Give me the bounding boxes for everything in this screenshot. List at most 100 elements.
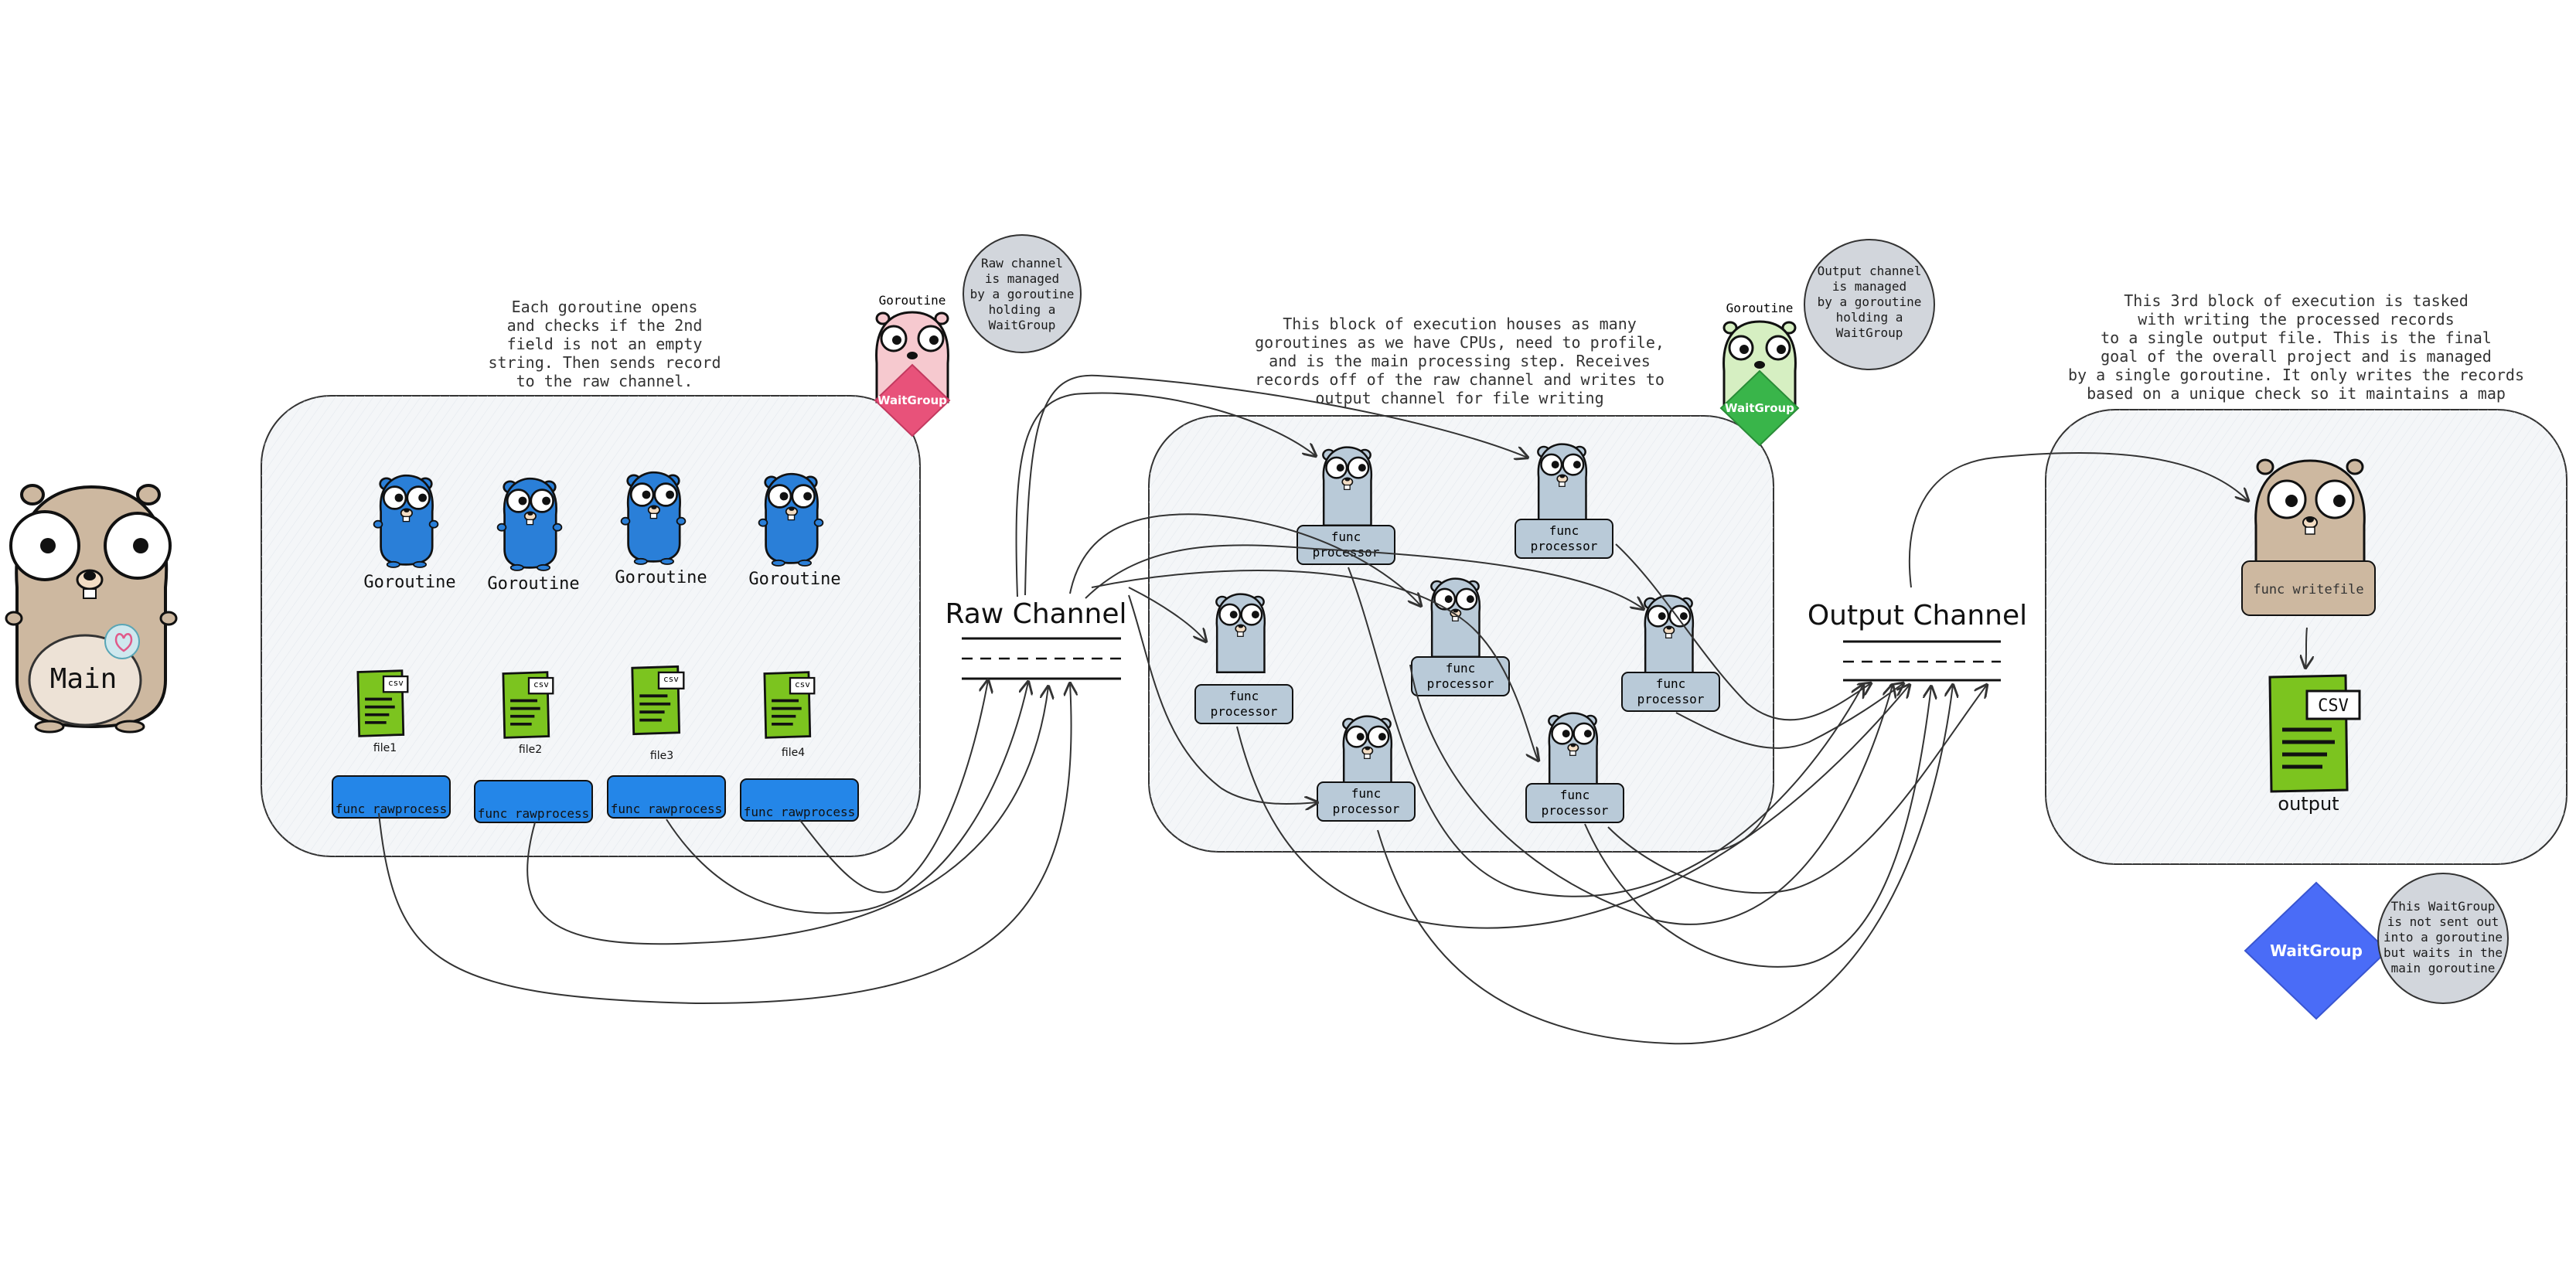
flow-arrow [378, 683, 1072, 1005]
flow-arrow [1607, 685, 1987, 894]
writefile-to-output-arrow [2305, 627, 2307, 668]
func-rawprocess-3: func rawprocess [607, 775, 726, 819]
flow-arrow [1069, 513, 1421, 606]
func-processor-label: processor [1637, 692, 1705, 706]
goroutine-label-1: Goroutine [363, 573, 455, 592]
processor-block-description: This block of execution houses as many g… [1255, 315, 1665, 407]
raw-waitgroup-badge: WaitGroup [874, 363, 951, 437]
output-note-line: WaitGroup [1836, 325, 1903, 340]
func-processor-label: processor [1211, 704, 1278, 719]
goroutine-gopher-2 [496, 477, 563, 572]
rawprocess-to-raw-channel-arrows [378, 680, 1072, 1005]
raw-waitgroup-badge-label: WaitGroup [877, 393, 947, 407]
main-note-line: into a goroutine [2383, 930, 2503, 945]
writer-desc-line: This 3rd block of execution is tasked [2124, 291, 2469, 310]
output-channel-label: Output Channel [1808, 600, 2027, 631]
processor-gopher [1215, 593, 1266, 674]
processor-3: func processor [1411, 577, 1510, 696]
raw-block-description: Each goroutine opens and checks if the 2… [488, 298, 721, 390]
main-note-line: but waits in the [2383, 945, 2503, 960]
raw-waitgroup-gopher [875, 311, 949, 403]
output-file-label: output [2278, 793, 2339, 815]
output-channel-pipe [1843, 640, 2001, 682]
output-channel-to-writer-arrow [1908, 451, 2248, 588]
flow-arrow [799, 680, 988, 894]
raw-note-line: is managed [985, 271, 1059, 286]
file-label-3: file3 [650, 750, 673, 762]
raw-channel-label: Raw Channel [946, 598, 1127, 630]
main-note-line: This WaitGroup [2391, 899, 2496, 914]
goroutine-gopher-3 [620, 471, 687, 566]
main-waitgroup-badge: WaitGroup [2244, 881, 2389, 1020]
goroutine-gopher-4 [758, 472, 824, 567]
flow-arrow [1615, 543, 1871, 721]
raw-desc-line: to the raw channel. [516, 372, 693, 390]
func-processor-label: func [1351, 786, 1382, 801]
proc-desc-line: records off of the raw channel and write… [1255, 370, 1665, 389]
writer-gopher [2254, 458, 2366, 574]
func-processor-label: func [1446, 661, 1476, 676]
flow-arrow [1128, 587, 1206, 642]
func-rawprocess-label: func rawprocess [478, 806, 590, 821]
func-rawprocess-label: func rawprocess [744, 805, 856, 819]
goroutine-label-3: Goroutine [615, 568, 707, 587]
func-writefile: func writefile [2241, 560, 2376, 616]
processor-2: func processor [1515, 443, 1613, 559]
func-rawprocess-2: func rawprocess [474, 780, 593, 823]
processor-to-output-channel-arrows [1236, 543, 1987, 1045]
processor-7: func processor [1525, 712, 1624, 823]
main-gopher [5, 484, 178, 734]
raw-desc-line: and checks if the 2nd [507, 316, 703, 335]
raw-channel-pipe [962, 637, 1121, 680]
func-processor-label: processor [1427, 676, 1494, 691]
output-waitgroup-goroutine-label: Goroutine [1726, 301, 1794, 315]
csv-tag: csv [388, 678, 404, 688]
writer-desc-line: based on a unique check so it maintains … [2087, 384, 2506, 403]
file-label-2: file2 [519, 744, 542, 756]
processor-gopher [1643, 594, 1695, 676]
proc-desc-line: and is the main processing step. Receive… [1269, 352, 1651, 370]
func-processor-label: processor [1542, 803, 1609, 818]
processor-5: func processor [1621, 594, 1720, 712]
writer-desc-line: with writing the processed records [2138, 310, 2454, 329]
raw-waitgroup-note: Raw channel is managed by a goroutine ho… [963, 234, 1082, 353]
goroutine-gopher-1 [373, 474, 439, 569]
func-rawprocess-label: func rawprocess [336, 802, 448, 816]
proc-desc-line: This block of execution houses as many [1283, 315, 1637, 333]
flow-arrow [666, 682, 1028, 914]
flow-arrow [1675, 683, 1903, 749]
flow-arrow [1377, 685, 1953, 1045]
processor-gopher [1547, 712, 1599, 793]
main-label: Main [50, 663, 118, 695]
file-label-1: file1 [373, 742, 397, 754]
flow-arrow [1091, 569, 1538, 761]
flow-arrow [1236, 685, 1910, 929]
output-csv-tag: CSV [2318, 696, 2349, 716]
func-processor-label: func [1549, 523, 1579, 538]
flow-arrow [1015, 392, 1316, 597]
processor-4: func processor [1194, 593, 1293, 724]
output-waitgroup-badge: WaitGroup [1719, 369, 1800, 447]
func-processor-label: func [1331, 529, 1361, 544]
func-processor-label: func [1560, 788, 1590, 802]
raw-desc-line: Each goroutine opens [512, 298, 698, 316]
csv-tag: csv [795, 679, 810, 689]
func-writefile-label: func writefile [2253, 582, 2363, 597]
main-waitgroup-badge-label: WaitGroup [2270, 941, 2363, 960]
output-note-line: Output channel [1818, 264, 1922, 278]
flow-arrow [1128, 594, 1317, 804]
raw-desc-line: field is not an empty [507, 335, 703, 353]
output-waitgroup-note: Output channel is managed by a goroutine… [1804, 239, 1935, 370]
processor-gopher [1321, 446, 1373, 527]
proc-desc-line: goroutines as we have CPUs, need to prof… [1255, 333, 1665, 352]
raw-note-line: holding a [989, 302, 1056, 317]
raw-note-line: Raw channel [981, 256, 1063, 271]
output-note-line: by a goroutine [1818, 294, 1922, 309]
output-note-line: is managed [1832, 279, 1906, 294]
func-processor-label: processor [1531, 539, 1598, 553]
csv-tag: csv [663, 674, 679, 684]
main-note-line: main goroutine [2391, 961, 2496, 975]
raw-waitgroup-goroutine-label: Goroutine [879, 293, 946, 308]
flow-arrow [1085, 544, 1644, 609]
